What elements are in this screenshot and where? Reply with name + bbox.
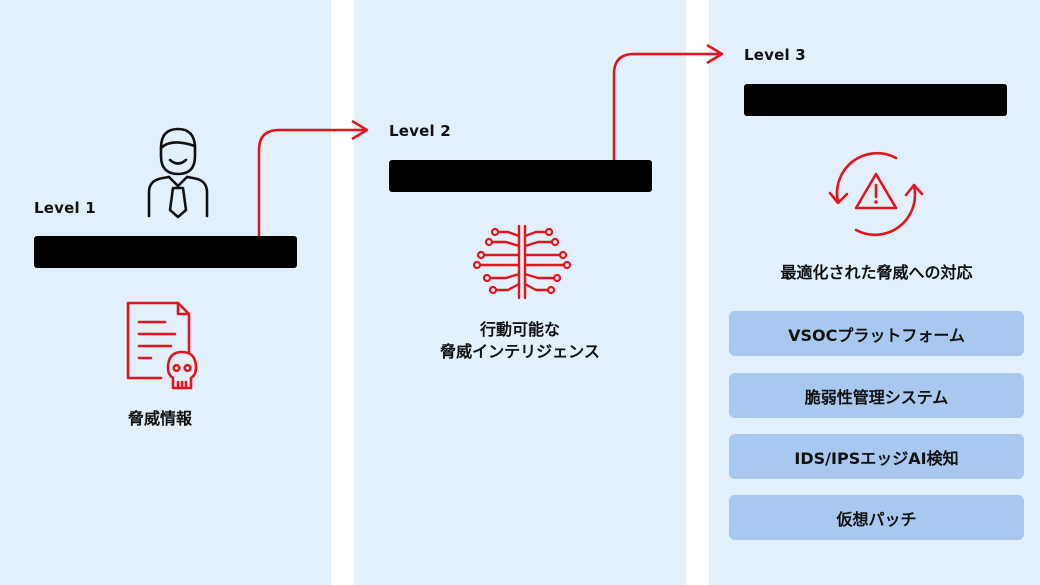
- item-virtual-patch: 仮想パッチ: [729, 495, 1024, 540]
- person-icon: [147, 127, 209, 219]
- redacted-title-level-2: [389, 160, 652, 192]
- item-vsoc-platform: VSOCプラットフォーム: [729, 311, 1024, 356]
- level-1-label: Level 1: [34, 199, 96, 217]
- neural-network-icon: [472, 224, 572, 300]
- column-level-1: [0, 0, 331, 585]
- redacted-title-level-1: [34, 236, 297, 268]
- threat-document-icon: [126, 301, 198, 390]
- level-1-caption: 脅威情報: [127, 409, 192, 428]
- level-2-caption-line-2: 脅威インテリジェンス: [440, 342, 600, 361]
- level-3-caption: 最適化された脅威への対応: [780, 263, 973, 282]
- level-2-caption-line-1: 行動可能な: [479, 320, 560, 339]
- redacted-title-level-3: [744, 84, 1007, 116]
- item-vulnerability-management: 脆弱性管理システム: [729, 373, 1024, 418]
- level-3-label: Level 3: [744, 46, 806, 64]
- level-2-caption: 行動可能な 脅威インテリジェンス: [420, 319, 620, 363]
- level-2-label: Level 2: [389, 122, 451, 140]
- alert-cycle-icon: [828, 151, 924, 237]
- item-ids-ips-edge-ai: IDS/IPSエッジAI検知: [729, 434, 1024, 479]
